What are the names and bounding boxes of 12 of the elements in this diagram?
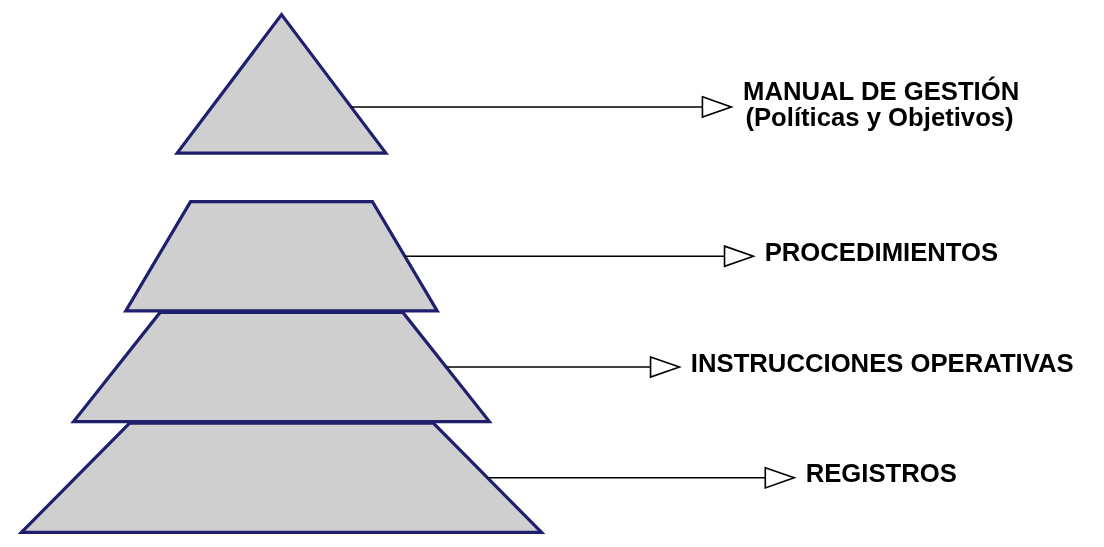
node-trapezoid	[122, 200, 441, 313]
arrow	[350, 95, 734, 119]
arrow	[486, 466, 797, 490]
node-text: REGISTROS	[805, 459, 957, 488]
node-text: MANUAL DE GESTIÓN (Políticas y Objetivos)	[743, 77, 1020, 131]
node-triangle	[173, 11, 390, 155]
arrow	[404, 245, 756, 268]
node-trapezoid	[17, 421, 546, 534]
node-text: PROCEDIMIENTOS	[764, 237, 999, 266]
arrow	[446, 355, 682, 379]
node-text: INSTRUCCIONES OPERATIVAS	[690, 348, 1074, 377]
node-trapezoid	[70, 310, 493, 424]
